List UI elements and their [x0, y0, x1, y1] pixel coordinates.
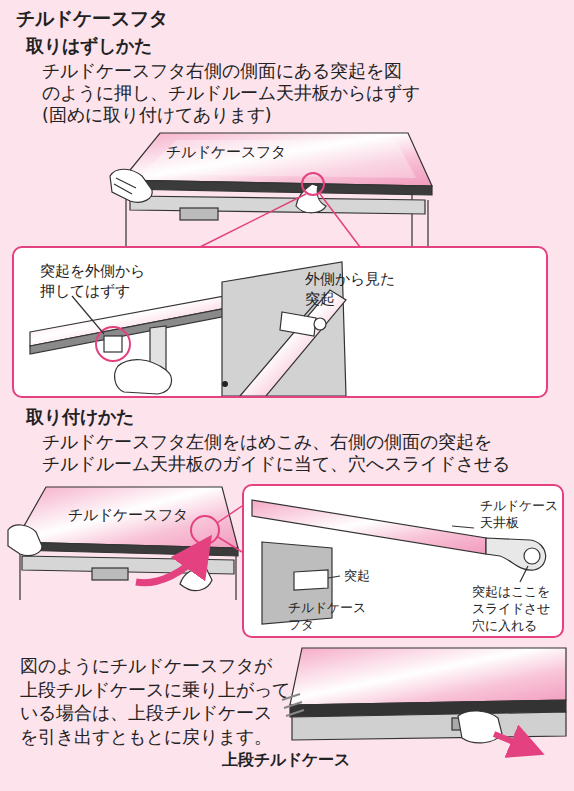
illustration-circle — [222, 381, 228, 387]
illustration-polygon — [122, 133, 432, 186]
illustration-polygon — [142, 140, 416, 178]
illustration-circle — [524, 548, 540, 564]
illustration-path — [8, 525, 42, 556]
illustration-rect — [180, 208, 218, 220]
illustration-path — [110, 169, 152, 202]
upper-case-illustration — [282, 648, 566, 748]
part-label: チルドケースフタ — [68, 506, 228, 526]
illustration-path — [296, 184, 326, 213]
illustration-path — [136, 552, 200, 583]
part-label: チルドケースフタ — [166, 143, 326, 163]
callout-text: チルドケース 天井板 — [480, 498, 566, 532]
illustration-polygon — [130, 196, 425, 214]
illustration-circle — [96, 327, 130, 361]
illustration-path — [452, 526, 474, 528]
illustration-path — [114, 178, 136, 194]
illustration-path — [328, 576, 340, 578]
part-label: 上段チルドケース — [222, 750, 392, 771]
illustration-path — [72, 296, 104, 334]
illustration-path — [115, 360, 172, 394]
illustration-path — [494, 734, 528, 748]
callout-box: 突起を外側から 押してはずす 外側から見た 突起 — [12, 246, 548, 398]
illustration-polygon — [122, 180, 432, 195]
illustration-rect — [104, 336, 122, 352]
section-heading: 取りはずしかた — [26, 34, 226, 57]
section-heading: 取り付けかた — [26, 405, 226, 428]
illustration-circle — [314, 318, 326, 330]
illustration-circle — [302, 173, 324, 195]
callout-text: チルドケース フタ — [288, 600, 374, 634]
illustration-polygon — [290, 648, 566, 705]
illustration-circle — [191, 516, 219, 544]
illustration-path — [200, 194, 360, 247]
removal-detail-art — [13, 247, 547, 397]
callout-text: 外側から見た 突起 — [305, 270, 409, 309]
illustration-rect — [92, 568, 128, 580]
note-text: 図のようにチルドケースフタが 上段チルドケースに乗り上がって いる場合は、上段チ… — [20, 655, 295, 749]
install-illustration — [8, 487, 242, 600]
illustration-path — [126, 190, 428, 246]
callout-text: 突起を外側から 押してはずす — [40, 262, 158, 301]
instruction-text: チルドケースフタ左側をはめこみ、右側の側面の突起を チルドルーム天井板のガイドに… — [42, 431, 532, 475]
illustration-polygon — [280, 312, 316, 336]
illustration-rect — [13, 247, 547, 397]
removal-illustration — [110, 133, 432, 247]
illustration-path — [458, 711, 502, 743]
callout-text: 突起はここを スライドさせ 穴に入れる — [472, 583, 558, 634]
illustration-polygon — [292, 712, 566, 740]
illustration-path — [520, 566, 528, 582]
callout-text: 突起 — [344, 568, 384, 585]
page-title: チルドケースフタ — [16, 6, 316, 31]
illustration-path — [20, 548, 236, 600]
illustration-polygon — [15, 487, 238, 548]
illustration-polygon — [294, 570, 328, 590]
illustration-path — [217, 506, 242, 552]
callout-box: チルドケース 天井板突起チルドケース フタ 突起はここを スライドさせ 穴に入れる — [242, 484, 564, 638]
instruction-text: チルドケースフタ右側の側面にある突起を図 のように押し、チルドルーム天井板からは… — [42, 60, 452, 126]
illustration-path — [486, 538, 546, 570]
